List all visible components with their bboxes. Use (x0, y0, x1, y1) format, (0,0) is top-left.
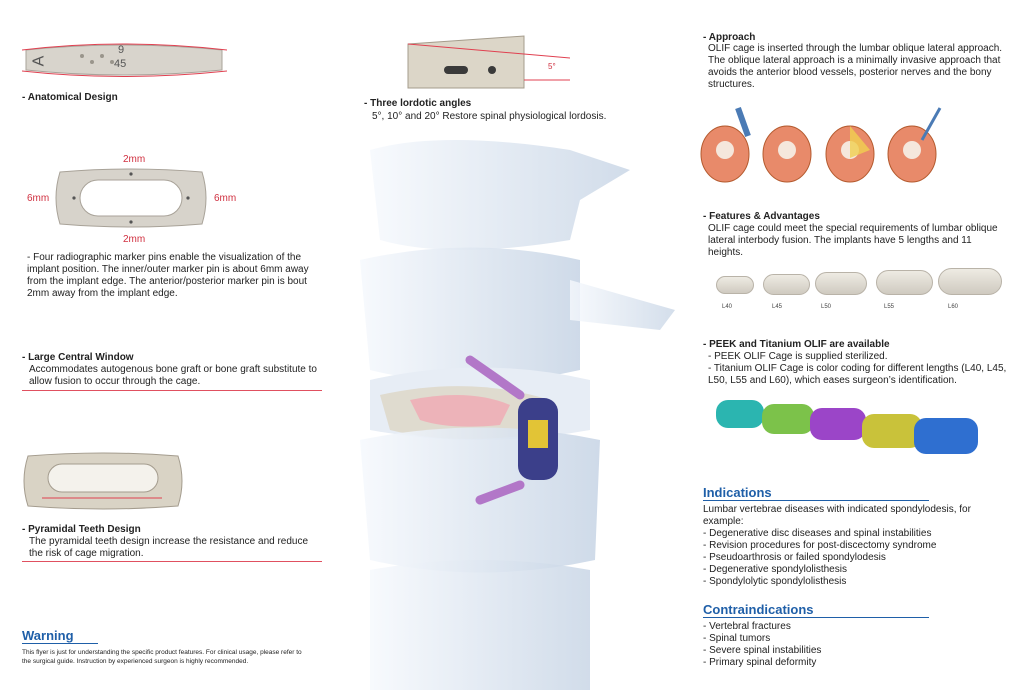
warning-heading: Warning (22, 628, 74, 643)
titanium-cages-image (712, 394, 992, 456)
teeth-text: The pyramidal teeth design increase the … (29, 536, 309, 559)
approach-text: OLIF cage is inserted through the lumbar… (708, 43, 1003, 90)
contraindications-heading: Contraindications (703, 602, 814, 617)
cage-l60 (938, 268, 1002, 295)
indications-intro: Lumbar vertebrae diseases with indicated… (703, 504, 971, 527)
length-label-l40: L40 (722, 304, 733, 310)
contraindication-item: - Severe spinal instabilities (703, 645, 822, 656)
marker-left-label: 6mm (27, 193, 50, 204)
indication-item: - Degenerative spondylolisthesis (703, 564, 847, 575)
peek-item-2: - Titanium OLIF Cage is color coding for… (708, 363, 1007, 386)
length-label-l45: L45 (772, 304, 783, 310)
features-heading: - Features & Advantages (703, 211, 820, 222)
angle-label: 5° (548, 62, 556, 71)
features-text: OLIF cage could meet the special require… (708, 223, 998, 258)
anatomical-heading: - Anatomical Design (22, 92, 118, 103)
marker-text: - Four radiographic marker pins enable t… (27, 252, 309, 299)
peek-heading: - PEEK and Titanium OLIF are available (703, 339, 890, 350)
cage-l50 (815, 272, 867, 295)
window-heading: - Large Central Window (22, 352, 134, 363)
contraindication-item: - Spinal tumors (703, 633, 771, 644)
spine-illustration (330, 130, 700, 694)
contraindication-item: - Vertebral fractures (703, 621, 791, 632)
indication-item: - Revision procedures for post-discectom… (703, 540, 937, 551)
imprint-45: 45 (114, 58, 127, 70)
titanium-cage-l55 (862, 414, 922, 448)
titanium-cage-l60 (914, 418, 978, 454)
indications-underline (703, 500, 929, 501)
imprint-9: 9 (118, 44, 125, 56)
anatomical-cage-image: A 9 45 (21, 40, 228, 80)
teeth-cage-image (22, 452, 184, 510)
approach-heading: - Approach (703, 32, 756, 43)
titanium-cage-l50 (810, 408, 866, 440)
indication-item: - Pseudoarthrosis or failed spondylodesi… (703, 552, 886, 563)
length-label-l50: L50 (821, 304, 832, 310)
indication-item: - Spondylolytic spondylolisthesis (703, 576, 847, 587)
cage-l55 (876, 270, 933, 295)
contraindications-underline (703, 617, 929, 618)
teeth-pointer-line (22, 561, 322, 562)
contraindication-item: - Primary spinal deformity (703, 657, 817, 668)
teeth-heading: - Pyramidal Teeth Design (22, 524, 141, 535)
titanium-cage-l45 (762, 404, 814, 434)
window-text: Accommodates autogenous bone graft or bo… (29, 364, 317, 387)
marker-right-label: 6mm (214, 193, 237, 204)
warning-text: This flyer is just for understanding the… (22, 649, 302, 665)
length-label-l60: L60 (948, 304, 959, 310)
window-pointer-line (22, 390, 322, 391)
warning-underline (22, 643, 98, 644)
marker-cage-image (52, 168, 210, 228)
cage-l45 (763, 274, 810, 295)
lordotic-heading: - Three lordotic angles (364, 98, 472, 109)
cage-l40 (716, 276, 754, 294)
imprint-a: A (30, 55, 48, 67)
indications-heading: Indications (703, 485, 772, 500)
titanium-cage-l40 (716, 400, 764, 428)
marker-top-label: 2mm (123, 154, 146, 165)
approach-figures (700, 106, 950, 184)
indication-item: - Degenerative disc diseases and spinal … (703, 528, 932, 539)
lordotic-cage-image: 5° (404, 30, 571, 92)
marker-bottom-label: 2mm (123, 234, 146, 245)
length-label-l55: L55 (884, 304, 895, 310)
lordotic-text: 5°, 10° and 20° Restore spinal physiolog… (372, 111, 607, 122)
peek-item-1: - PEEK OLIF Cage is supplied sterilized. (708, 351, 888, 362)
